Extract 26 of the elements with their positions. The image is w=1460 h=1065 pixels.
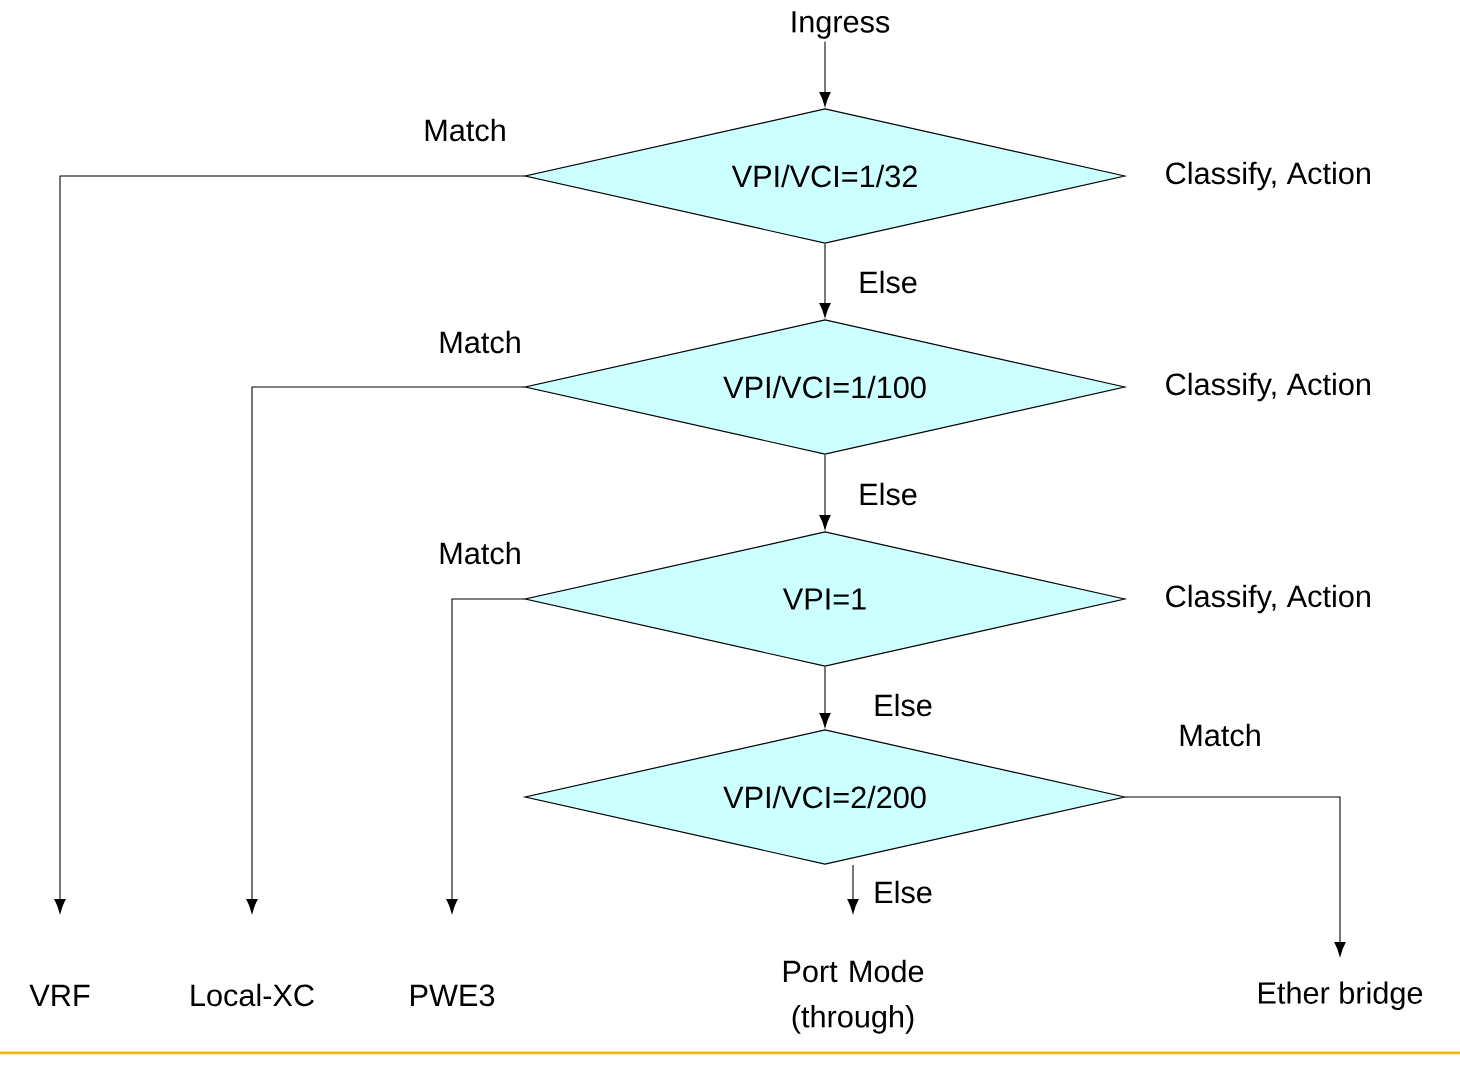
arrow [54,175,525,914]
side-note: Classify, Action [1166,584,1370,614]
edge-label: Match [425,118,505,142]
arrow [819,41,831,107]
start-label: Ingress [792,11,890,39]
edge-label: Else [860,270,917,294]
side-note: Classify, Action [1166,372,1370,402]
arrow [1125,796,1346,957]
arrow [446,598,525,914]
arrow [819,666,831,728]
side-note: Classify, Action [1166,161,1370,191]
outcome-label: PWE3 [411,984,495,1007]
outcome-label: VRF [29,984,90,1006]
outcome-label: Port Mode (through) [783,959,924,1034]
edge-label: Else [860,482,917,506]
edge-label: Match [1180,723,1260,747]
arrow [246,386,525,914]
outcome-label: Ether bridge [1259,981,1423,1010]
edge-label: Match [440,541,520,565]
arrow [819,243,831,318]
arrow [847,864,859,914]
edge-label: Match [440,330,520,354]
outcome-label: Local-XC [191,983,314,1007]
edge-label: Else [875,880,932,904]
edge-label: Else [875,693,932,717]
arrow [819,454,831,530]
